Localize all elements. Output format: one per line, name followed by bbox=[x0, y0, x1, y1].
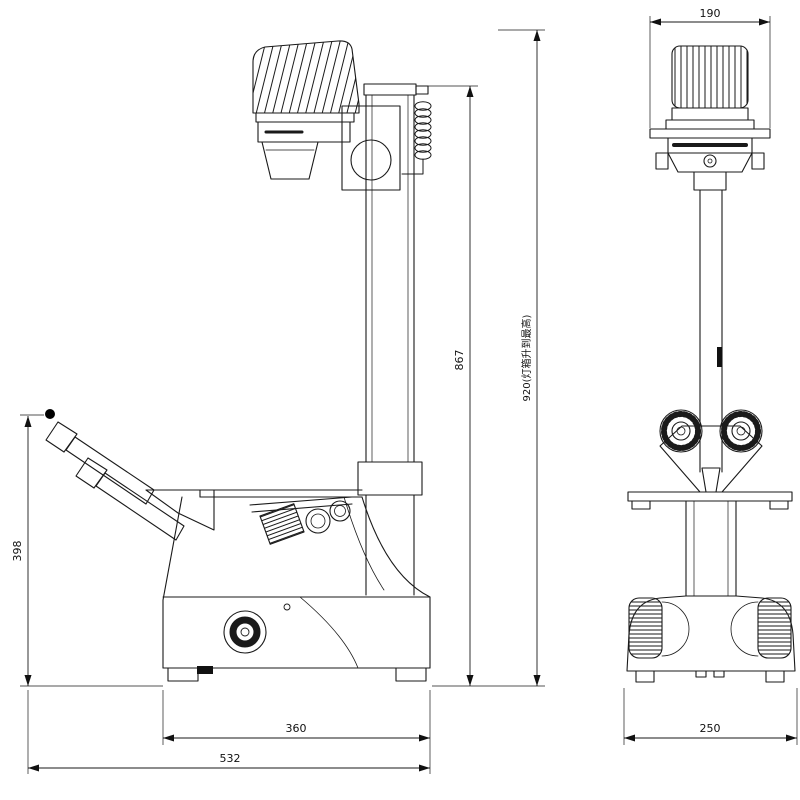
dimensions: 190 867 920(灯箱升到最高) 398 360 bbox=[11, 7, 798, 774]
body-side bbox=[162, 494, 431, 682]
cable-fitting bbox=[415, 85, 429, 95]
column-side bbox=[357, 83, 429, 496]
dimension-label-250: 250 bbox=[700, 722, 721, 735]
dimension-250: 250 bbox=[623, 688, 798, 745]
dimension-920: 920(灯箱升到最高) bbox=[432, 29, 545, 687]
lamp-bracket-side bbox=[257, 121, 351, 180]
objective-lens bbox=[329, 500, 351, 522]
prism-housing bbox=[145, 489, 215, 531]
body-front bbox=[626, 500, 796, 683]
arm-lens-circle bbox=[350, 139, 392, 181]
foot bbox=[635, 670, 655, 683]
coiled-cable bbox=[401, 101, 432, 175]
adjust-screw bbox=[283, 603, 291, 611]
dimension-label-920: 920(灯箱升到最高) bbox=[520, 314, 533, 401]
dimension-190: 190 bbox=[649, 7, 771, 128]
column-front bbox=[699, 189, 723, 473]
lamp-housing-front bbox=[671, 45, 749, 121]
eyepiece-left bbox=[659, 409, 703, 453]
eyepiece-tube-rear bbox=[75, 457, 185, 541]
focus-knob-right bbox=[757, 597, 792, 659]
focus-knob-left bbox=[628, 597, 663, 659]
switch-label bbox=[197, 666, 213, 674]
dimension-label-190: 190 bbox=[700, 7, 721, 20]
centering-knob bbox=[703, 154, 717, 168]
foot bbox=[395, 667, 427, 682]
binocular-head-front bbox=[659, 409, 763, 493]
condenser-side bbox=[261, 141, 319, 180]
column-flange bbox=[357, 461, 423, 496]
nosepiece-side bbox=[249, 496, 353, 545]
side-view bbox=[45, 40, 432, 682]
foot bbox=[765, 670, 785, 683]
objective-lens bbox=[305, 508, 331, 534]
dimension-label-398: 398 bbox=[11, 541, 24, 562]
lamp-housing-side bbox=[252, 40, 360, 123]
dimension-360: 360 bbox=[162, 690, 431, 774]
lamp-mount-front bbox=[649, 119, 771, 191]
foot bbox=[167, 667, 199, 682]
front-view bbox=[626, 45, 796, 683]
focus-knob-side bbox=[223, 603, 291, 654]
dimension-label-532: 532 bbox=[220, 752, 241, 765]
eyepiece-end-dot bbox=[45, 409, 55, 419]
scale-mark bbox=[717, 347, 722, 367]
dimension-398: 398 bbox=[11, 414, 163, 687]
illumination-arm-side bbox=[341, 105, 401, 191]
dimension-label-867: 867 bbox=[453, 350, 466, 371]
dimension-label-360: 360 bbox=[286, 722, 307, 735]
eyepiece-tube-front bbox=[45, 421, 155, 505]
dimension-532: 532 bbox=[27, 690, 430, 774]
binocular-head-side bbox=[45, 409, 215, 541]
stage-side bbox=[199, 489, 363, 498]
knurled-turret bbox=[259, 503, 305, 545]
eyepiece-right bbox=[719, 409, 763, 453]
dimension-867: 867 bbox=[420, 85, 478, 686]
